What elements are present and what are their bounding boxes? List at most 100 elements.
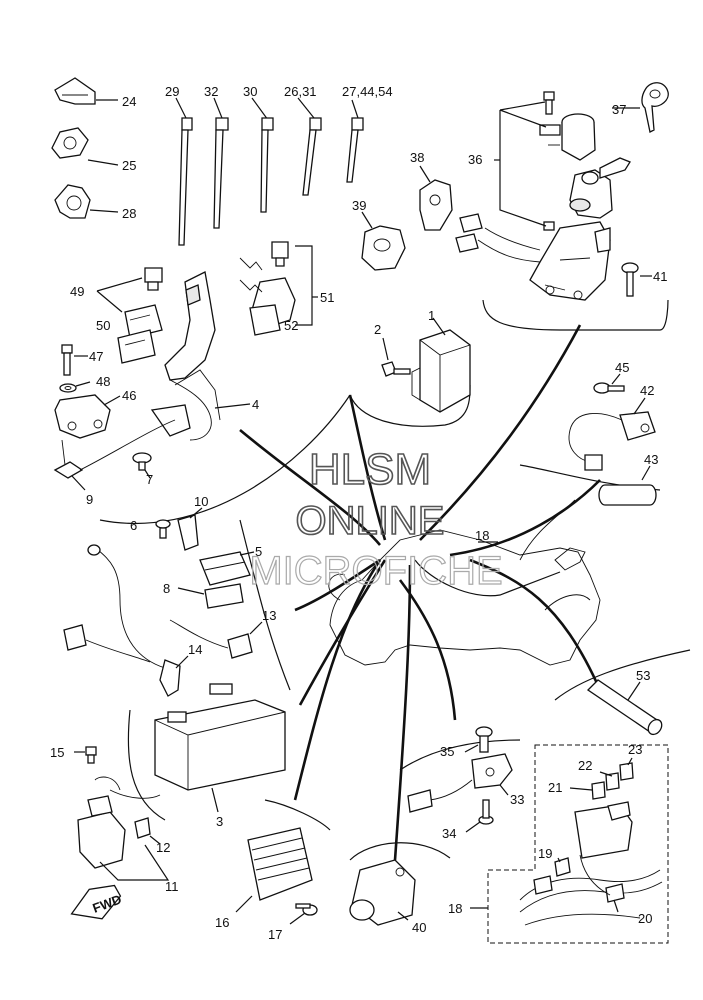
callout-16: 16: [215, 915, 229, 930]
connector-38: [419, 179, 453, 231]
section-boundaries: [99, 299, 691, 861]
callout-53: 53: [636, 668, 650, 683]
key-assembly: [569, 157, 631, 219]
watermark-line-2: ONLINE: [296, 499, 445, 543]
callout-48: 48: [96, 374, 110, 389]
callout-50: 50: [96, 318, 110, 333]
watermark-line-3: MICROFICHE: [249, 549, 502, 593]
callout-6: 6: [130, 518, 137, 533]
bolt-17: [295, 903, 318, 916]
callout-35: 35: [440, 744, 454, 759]
fuse-12: [134, 817, 151, 839]
ignition-cap: [548, 113, 596, 161]
callout-22: 22: [578, 758, 592, 773]
callout-3: 3: [216, 814, 223, 829]
callout-17: 17: [268, 927, 282, 942]
connector-50: [117, 304, 163, 364]
callout-42: 42: [640, 383, 654, 398]
watermark: HLSM ONLINE MICROFICHE: [249, 444, 504, 593]
tube-53: [586, 679, 663, 736]
callout-23: 23: [628, 742, 642, 757]
callout-numbers: 24 25 28 29 32 30 26,31 27,44,54 37 36 3…: [50, 84, 667, 942]
bracket-5: [199, 551, 251, 586]
nut-35: [475, 726, 493, 753]
callout-29: 29: [165, 84, 179, 99]
clamp-28: [54, 184, 119, 219]
bolt-15: [85, 746, 97, 764]
key-37: [641, 82, 669, 133]
battery-3: [154, 683, 286, 791]
relay-52: [239, 277, 296, 336]
callout-12: 12: [156, 840, 170, 855]
callout-2: 2: [374, 322, 381, 337]
plate-9: [53, 439, 84, 479]
rectifier-16: [247, 827, 313, 901]
watermark-line-1: HLSM: [309, 445, 431, 494]
bolt-47: [61, 344, 73, 376]
callout-49: 49: [70, 284, 84, 299]
callout-38: 38: [410, 150, 424, 165]
callout-46: 46: [122, 388, 136, 403]
callout-41: 41: [653, 269, 667, 284]
bolt-36-top: [539, 91, 561, 231]
callout-14: 14: [188, 642, 202, 657]
callout-21: 21: [548, 780, 562, 795]
callout-27-44-54: 27,44,54: [342, 84, 393, 99]
rubber-40: [349, 859, 416, 926]
pad-8: [204, 583, 244, 609]
callout-39: 39: [352, 198, 366, 213]
callout-47: 47: [89, 349, 103, 364]
callout-1: 1: [428, 308, 435, 323]
screw-7: [132, 452, 152, 471]
callout-32: 32: [204, 84, 218, 99]
starter-relay-11: [77, 776, 126, 869]
clamp-39: [361, 225, 406, 271]
fwd-arrow-icon: FWD: [70, 884, 123, 920]
connector-49: [144, 267, 163, 291]
callout-19: 19: [538, 846, 552, 861]
callout-26-31: 26,31: [284, 84, 317, 99]
callout-5: 5: [255, 544, 262, 559]
plug-left: [63, 624, 87, 651]
sensor-42: [619, 411, 656, 441]
bolt-34: [478, 799, 494, 825]
callout-52: 52: [284, 318, 298, 333]
callout-45: 45: [615, 360, 629, 375]
callout-40: 40: [412, 920, 426, 935]
callout-10: 10: [194, 494, 208, 509]
callout-43: 43: [644, 452, 658, 467]
callout-11: 11: [165, 879, 179, 894]
callout-18-box: 18: [448, 901, 462, 916]
callout-4: 4: [252, 397, 259, 412]
sensor-46: [54, 394, 111, 439]
tube-43: [598, 484, 657, 506]
callout-34: 34: [442, 826, 456, 841]
fuse-box-group: [487, 744, 669, 944]
callout-33: 33: [510, 792, 524, 807]
ignition-switch: [529, 221, 611, 301]
callout-37: 37: [612, 102, 626, 117]
callout-30: 30: [243, 84, 257, 99]
bolt-6: [155, 519, 171, 539]
callout-13: 13: [262, 608, 276, 623]
callout-36: 36: [468, 152, 482, 167]
callout-9: 9: [86, 492, 93, 507]
leader-lines: [239, 324, 602, 861]
bracket-10: [177, 514, 199, 551]
relay-51: [239, 241, 289, 271]
bracket-4: [150, 271, 221, 441]
clamp-24: [54, 77, 118, 105]
ecu-1: [411, 329, 471, 413]
callout-8: 8: [163, 581, 170, 596]
bolt-45: [593, 382, 625, 394]
connector-36-plugs: [455, 213, 483, 253]
callout-51: 51: [320, 290, 334, 305]
cable-ties: [175, 97, 364, 246]
washer-48: [59, 383, 77, 393]
clamp-25: [51, 127, 119, 166]
callout-15: 15: [50, 745, 64, 760]
bolt-41: [621, 262, 639, 297]
callout-20: 20: [638, 911, 652, 926]
callout-7: 7: [146, 472, 153, 487]
